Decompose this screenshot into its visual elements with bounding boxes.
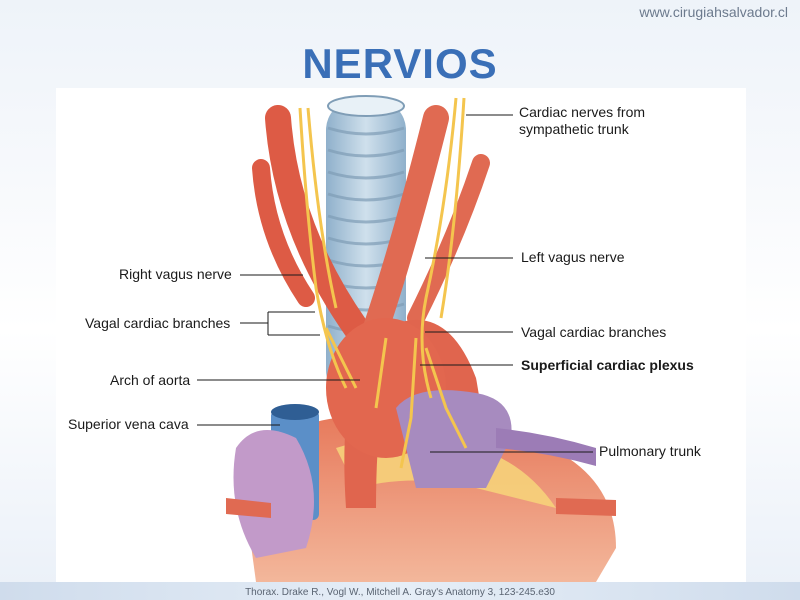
site-watermark: www.cirugiahsalvador.cl xyxy=(639,4,788,20)
vessel-right-lower xyxy=(556,498,616,516)
label-svc: Superior vena cava xyxy=(68,416,189,432)
nerves xyxy=(298,97,468,469)
label-pulmonary-trunk: Pulmonary trunk xyxy=(599,443,701,459)
label-right-vagus: Right vagus nerve xyxy=(119,266,232,282)
right-atrium xyxy=(233,430,314,558)
vessel-left-lower xyxy=(226,498,271,518)
label-vagal-cardiac-left: Vagal cardiac branches xyxy=(521,324,667,340)
heart-anatomy-illustration xyxy=(226,95,616,582)
label-arch-aorta: Arch of aorta xyxy=(110,372,191,388)
left-pulmonary-artery xyxy=(496,428,596,466)
svc-opening xyxy=(271,404,319,420)
trachea-lumen xyxy=(327,95,405,117)
right-subclavian xyxy=(252,159,315,307)
heart-shape xyxy=(246,415,616,582)
label-vagal-cardiac-right: Vagal cardiac branches xyxy=(85,315,231,331)
label-cardiac-nerves-line2: sympathetic trunk xyxy=(519,121,629,137)
left-common-carotid xyxy=(363,105,449,341)
label-superficial-plexus: Superficial cardiac plexus xyxy=(521,357,694,373)
anatomy-panel xyxy=(56,88,746,582)
right-common-carotid xyxy=(265,105,369,341)
footer-bar xyxy=(0,582,800,600)
label-left-vagus: Left vagus nerve xyxy=(521,249,625,265)
slide-title: NERVIOS xyxy=(302,40,498,87)
pulmonary-trunk-shape xyxy=(396,390,512,488)
label-cardiac-nerves-line1: Cardiac nerves from xyxy=(519,104,646,120)
citation: Thorax. Drake R., Vogl W., Mitchell A. G… xyxy=(245,587,555,598)
